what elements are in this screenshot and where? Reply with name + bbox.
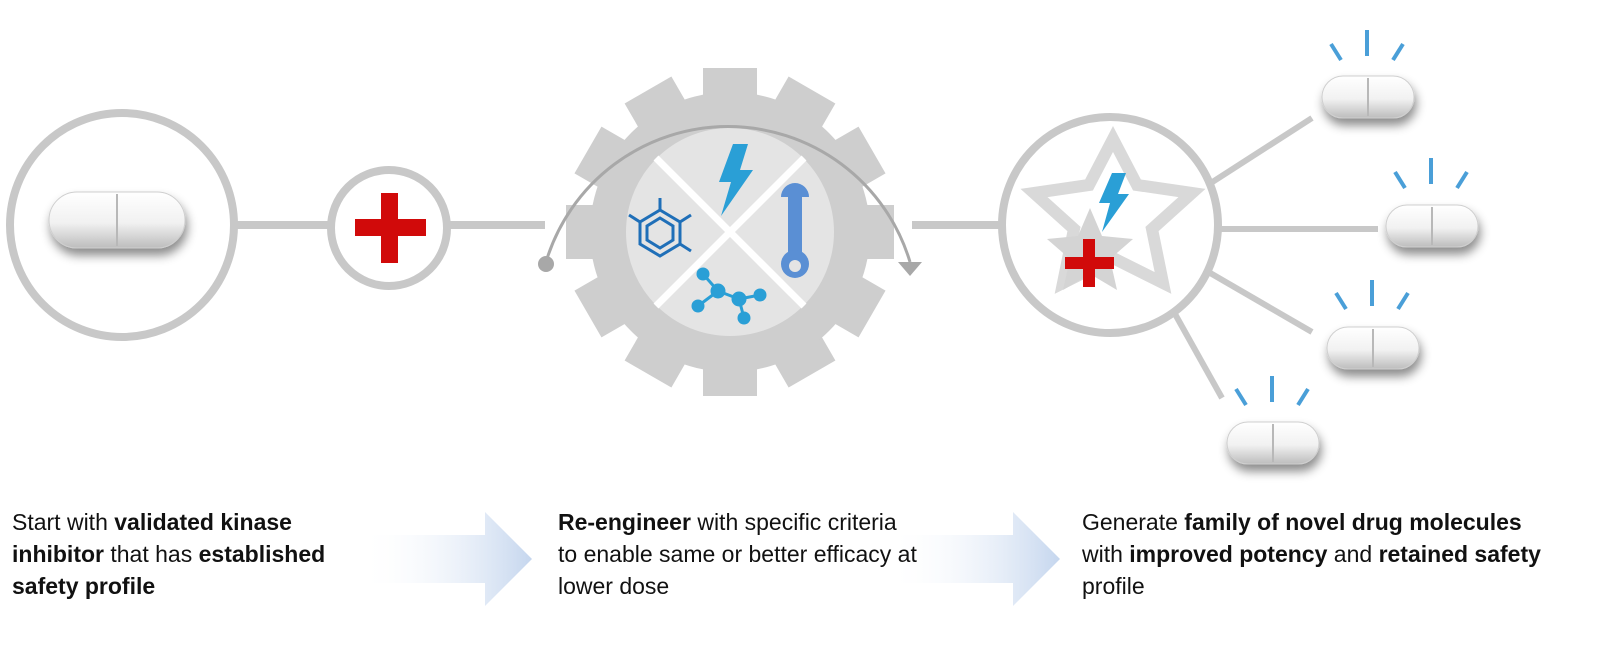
lightning-bolt-icon <box>1099 173 1129 232</box>
improved-drug-node <box>998 113 1378 400</box>
red-cross-icon <box>1065 239 1114 287</box>
output-pill-4 <box>1226 376 1320 465</box>
output-pill-3 <box>1326 280 1420 370</box>
caption-bold-text: validated kinase inhibitor <box>12 509 292 567</box>
caption-text: with <box>1082 541 1130 567</box>
caption-bold-text: improved potency <box>1129 541 1328 567</box>
pill-icon <box>1226 421 1320 465</box>
red-cross-icon <box>355 193 426 263</box>
benzene-ring-icon <box>628 198 692 258</box>
starting-drug-node <box>6 109 238 341</box>
output-pill-1 <box>1321 30 1415 119</box>
wrench-icon <box>781 183 809 278</box>
step-2-caption: Re-engineer with specific criteria to en… <box>558 506 918 602</box>
progress-arrow-icon <box>538 125 922 276</box>
caption-text: Start with <box>12 509 115 535</box>
safety-node <box>327 166 451 290</box>
caption-bold-text: retained safety <box>1378 541 1541 567</box>
caption-text: profile <box>1082 573 1145 599</box>
output-pill-2 <box>1385 158 1479 248</box>
process-arrow-1 <box>360 512 532 606</box>
process-arrow-2 <box>888 512 1060 606</box>
caption-bold-text: Re-engineer <box>558 509 691 535</box>
pill-icon <box>1321 75 1415 119</box>
gear-icon <box>566 68 894 396</box>
caption-bold-text: family of novel drug molecules <box>1184 509 1522 535</box>
caption-text: with specific criteria to enable same or… <box>558 509 917 599</box>
step-1-caption: Start with validated kinase inhibitor th… <box>12 506 372 602</box>
caption-text: Generate <box>1082 509 1185 535</box>
caption-text: that has <box>103 541 199 567</box>
molecule-network-icon <box>691 267 767 325</box>
caption-text: and <box>1327 541 1379 567</box>
pill-icon <box>1385 204 1479 248</box>
caption-bold-text: established safety profile <box>12 541 326 599</box>
pill-icon <box>48 191 186 249</box>
step-3-caption: Generate family of novel drug molecules … <box>1082 506 1542 602</box>
pill-icon <box>1326 326 1420 370</box>
lightning-bolt-icon <box>719 144 753 216</box>
